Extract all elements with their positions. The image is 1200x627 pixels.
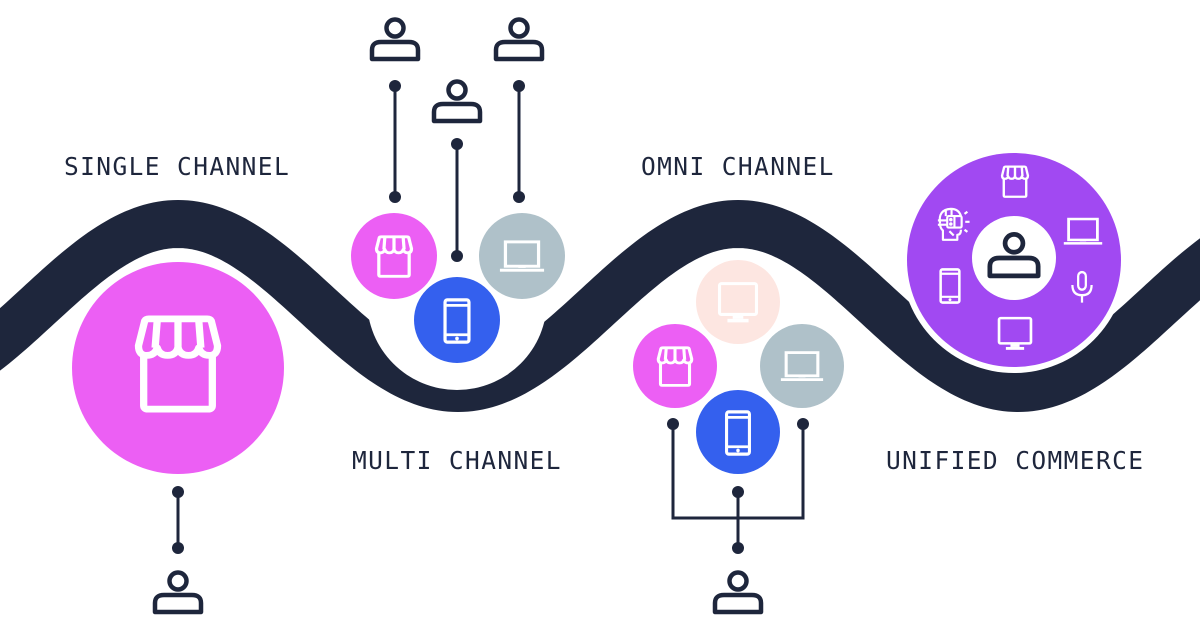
multi-store-circle <box>351 213 437 299</box>
omni-channel-group <box>633 260 844 612</box>
person-icon <box>155 573 201 613</box>
connector-dot <box>451 138 463 150</box>
multi-channel-group <box>351 20 565 390</box>
omni-desktop-circle <box>696 260 780 344</box>
connector-dot <box>451 250 463 262</box>
omni-laptop-circle <box>760 324 844 408</box>
unified-commerce-group <box>901 147 1127 373</box>
multi-mobile-circle <box>414 277 500 363</box>
connector-dot <box>732 486 744 498</box>
journey-wave <box>0 199 1200 413</box>
connector-dot <box>172 486 184 498</box>
connector-dot <box>513 191 525 203</box>
connector-dot <box>667 418 679 430</box>
stage-label-single: SINGLE CHANNEL <box>64 152 291 181</box>
connector-dot <box>797 418 809 430</box>
stage-label-omni: OMNI CHANNEL <box>641 152 835 181</box>
person-icon <box>372 20 418 60</box>
single-connector <box>172 486 184 554</box>
omni-store-circle <box>633 324 717 408</box>
person-icon <box>434 82 480 122</box>
multi-laptop-circle <box>479 213 565 299</box>
single-store-circle <box>72 262 284 474</box>
stage-label-unified: UNIFIED COMMERCE <box>886 446 1145 475</box>
person-icon <box>715 573 761 613</box>
connector-dot <box>389 191 401 203</box>
single-channel-group <box>66 256 290 612</box>
stage-label-multi: MULTI CHANNEL <box>352 446 562 475</box>
connector-dot <box>389 80 401 92</box>
person-icon <box>496 20 542 60</box>
connector-dot <box>172 542 184 554</box>
connector-dot <box>732 542 744 554</box>
connector-dot <box>513 80 525 92</box>
omni-mobile-circle <box>696 390 780 474</box>
